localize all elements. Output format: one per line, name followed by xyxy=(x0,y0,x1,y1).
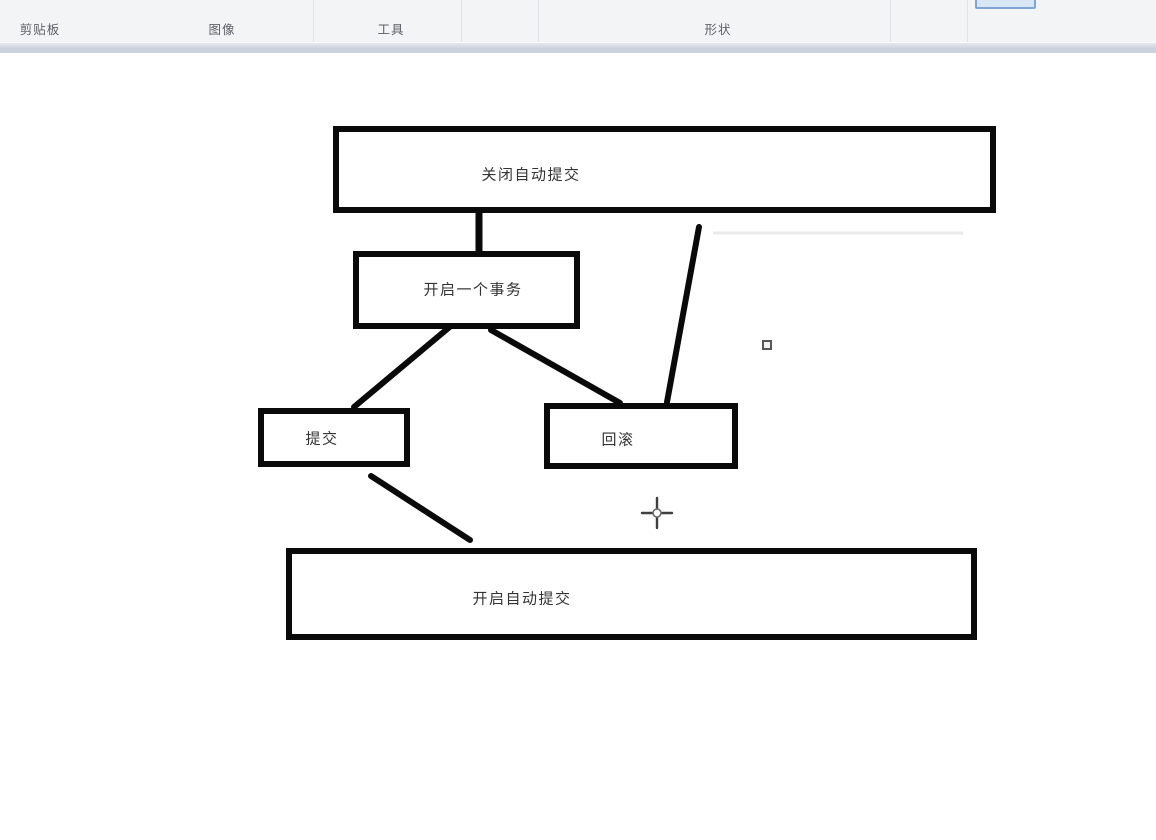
flowchart-connector-lines xyxy=(351,206,963,543)
ribbon-separator xyxy=(538,0,539,42)
ribbon-separator xyxy=(461,0,462,42)
node-label: 关闭自动提交 xyxy=(481,166,581,184)
drawing-canvas[interactable]: 关闭自动提交 开启一个事务 提交 回滚 开启自动提交 xyxy=(0,53,1156,840)
flowchart-node-close-autocommit: 关闭自动提交 xyxy=(333,126,996,213)
flowchart-node-rollback: 回滚 xyxy=(544,403,738,469)
ribbon-group-clipboard: 剪贴板 xyxy=(19,23,61,37)
flowchart-node-begin-transaction: 开启一个事务 xyxy=(353,251,580,329)
ribbon-separator xyxy=(313,0,314,42)
ribbon-bar: 剪贴板 图像 工具 形状 xyxy=(0,0,1156,42)
selection-handle[interactable] xyxy=(762,340,772,350)
ribbon-bottom-band xyxy=(0,42,1156,53)
ribbon-group-shapes: 形状 xyxy=(704,23,732,37)
ribbon-group-tools: 工具 xyxy=(377,23,405,37)
flowchart-node-enable-autocommit: 开启自动提交 xyxy=(286,548,977,640)
node-label: 开启一个事务 xyxy=(423,281,523,299)
node-label: 开启自动提交 xyxy=(472,590,572,608)
crosshair-cursor-icon xyxy=(640,496,674,530)
selected-color-swatch-button[interactable] xyxy=(975,0,1036,9)
flowchart-node-commit: 提交 xyxy=(258,408,410,467)
ribbon-group-image: 图像 xyxy=(208,23,236,37)
ribbon-separator xyxy=(967,0,968,42)
ribbon-separator xyxy=(890,0,891,42)
node-label: 提交 xyxy=(305,430,339,448)
node-label: 回滚 xyxy=(601,431,635,449)
